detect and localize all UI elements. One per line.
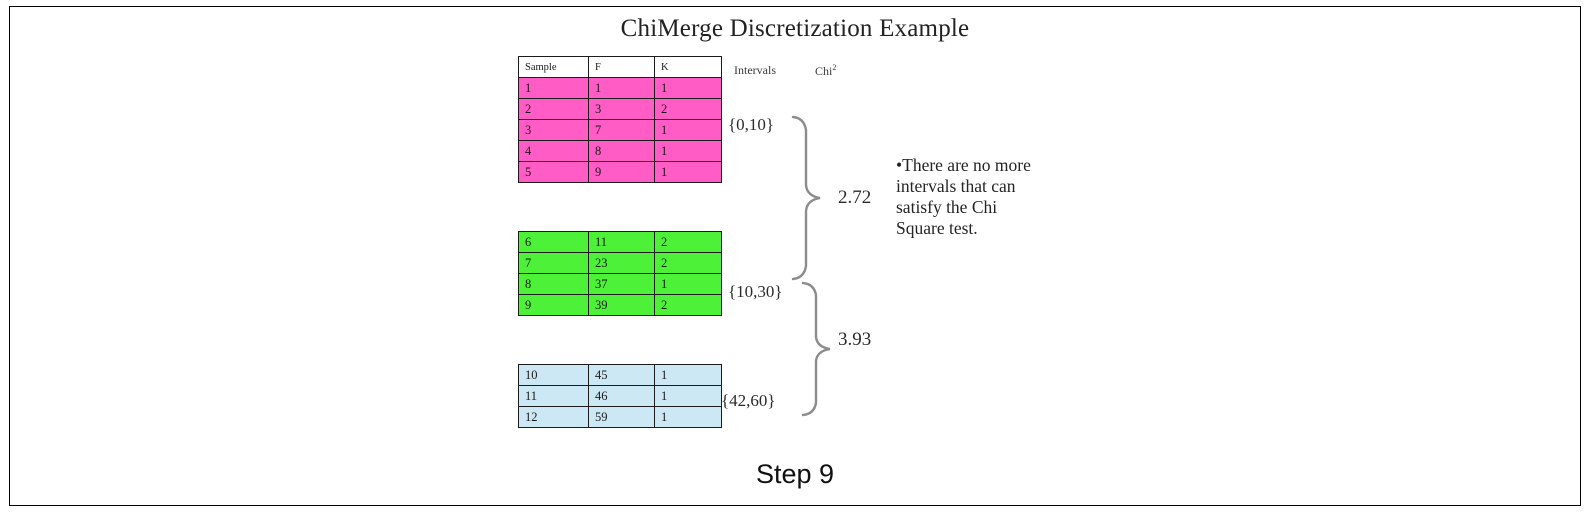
interval-label-0-10: {0,10} (728, 115, 775, 134)
cell-f: 1 (588, 77, 655, 99)
caption-chi-square: Chi2 (815, 63, 836, 79)
cell-k: 2 (654, 252, 722, 274)
cell-sample: 4 (518, 140, 589, 162)
interval-label-42-60: {42,60} (721, 391, 776, 410)
interval-label-10-30: {10,30} (728, 282, 783, 301)
cell-k: 1 (654, 385, 722, 407)
table-group-pink: 1 1 1 2 3 2 3 7 1 4 8 1 5 9 1 (518, 77, 722, 183)
cell-f: 39 (588, 294, 655, 316)
table-row: 12 59 1 (518, 406, 722, 428)
cell-k: 1 (654, 273, 722, 295)
table-row: 8 37 1 (518, 273, 722, 295)
column-header-k: K (654, 56, 722, 78)
table-row: 1 1 1 (518, 77, 722, 99)
caption-intervals: Intervals (734, 63, 776, 77)
table-group-green: 6 11 2 7 23 2 8 37 1 9 39 2 (518, 231, 722, 316)
table-row: 7 23 2 (518, 252, 722, 274)
note-line: intervals that can (896, 176, 1016, 196)
table-row: 11 46 1 (518, 385, 722, 407)
cell-sample: 6 (518, 231, 589, 253)
cell-sample: 7 (518, 252, 589, 274)
cell-k: 1 (654, 406, 722, 428)
brace-upper-icon (791, 115, 821, 281)
chi-value-2-72: 2.72 (838, 187, 872, 208)
column-header-sample: Sample (518, 56, 589, 78)
cell-k: 1 (654, 140, 722, 162)
table-row: 2 3 2 (518, 98, 722, 120)
table-row: 5 9 1 (518, 161, 722, 183)
caption-chi-text: Chi (815, 64, 833, 78)
step-caption: Step 9 (755, 459, 835, 489)
cell-sample: 9 (518, 294, 589, 316)
cell-k: 2 (654, 294, 722, 316)
cell-k: 2 (654, 98, 722, 120)
cell-f: 23 (588, 252, 655, 274)
cell-f: 59 (588, 406, 655, 428)
cell-sample: 3 (518, 119, 589, 141)
cell-sample: 8 (518, 273, 589, 295)
cell-f: 46 (588, 385, 655, 407)
cell-k: 1 (654, 161, 722, 183)
cell-k: 1 (654, 77, 722, 99)
cell-f: 7 (588, 119, 655, 141)
note-line: •There are no more (896, 155, 1031, 175)
cell-sample: 10 (518, 364, 589, 386)
cell-f: 45 (588, 364, 655, 386)
cell-f: 11 (588, 231, 655, 253)
table-row: 3 7 1 (518, 119, 722, 141)
brace-lower-icon (801, 281, 831, 417)
note-block: •There are no more intervals that can sa… (896, 155, 1086, 239)
table-row: Sample F K (518, 56, 722, 78)
cell-f: 3 (588, 98, 655, 120)
cell-sample: 1 (518, 77, 589, 99)
cell-sample: 11 (518, 385, 589, 407)
table-row: 10 45 1 (518, 364, 722, 386)
chi-value-3-93: 3.93 (838, 329, 872, 350)
cell-sample: 2 (518, 98, 589, 120)
table-header: Sample F K (518, 56, 722, 78)
cell-f: 8 (588, 140, 655, 162)
slide-frame: ChiMerge Discretization Example Sample F… (9, 6, 1581, 506)
page-title: ChiMerge Discretization Example (620, 15, 970, 42)
table-row: 6 11 2 (518, 231, 722, 253)
table-row: 4 8 1 (518, 140, 722, 162)
table-row: 9 39 2 (518, 294, 722, 316)
cell-k: 2 (654, 231, 722, 253)
caption-chi-superscript: 2 (832, 63, 837, 72)
note-line: satisfy the Chi (896, 197, 998, 217)
table-group-blue: 10 45 1 11 46 1 12 59 1 (518, 364, 722, 428)
cell-f: 37 (588, 273, 655, 295)
cell-f: 9 (588, 161, 655, 183)
cell-sample: 12 (518, 406, 589, 428)
cell-sample: 5 (518, 161, 589, 183)
cell-k: 1 (654, 119, 722, 141)
cell-k: 1 (654, 364, 722, 386)
column-header-f: F (588, 56, 655, 78)
note-line: Square test. (896, 218, 978, 238)
